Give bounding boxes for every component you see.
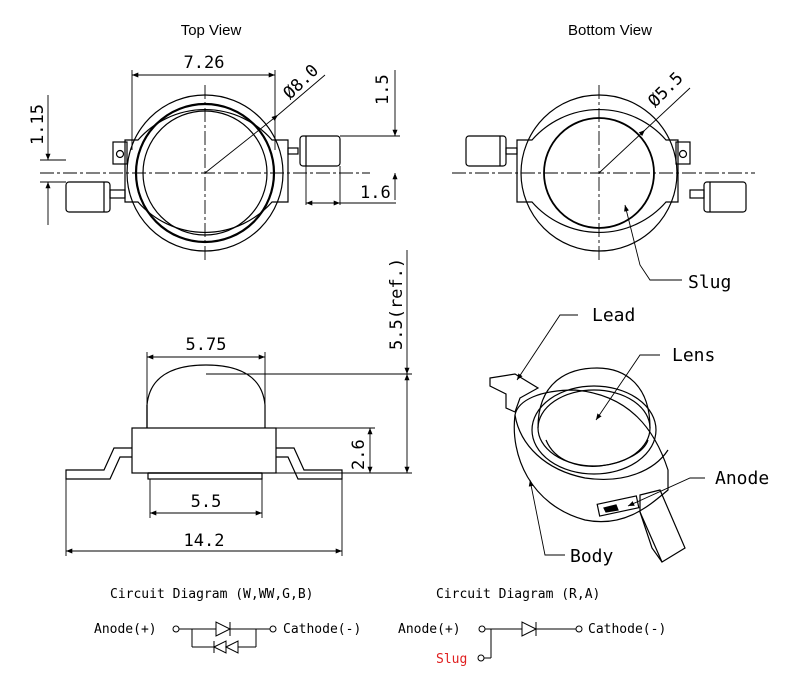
circuit-right-title: Circuit Diagram (R,A)	[436, 587, 600, 602]
callout-anode: Anode	[715, 468, 769, 489]
iso-lens	[537, 367, 651, 429]
isometric-view	[489, 314, 705, 563]
top-polarity-mark	[115, 149, 125, 159]
side-view	[65, 250, 412, 556]
callout-body: Body	[570, 546, 614, 567]
iso-bottom-lead	[639, 489, 686, 563]
top-view-title: Top View	[181, 22, 242, 39]
dim-side-height-ref: 5.5(ref.)	[387, 258, 407, 350]
dim-side-total-width: 14.2	[184, 531, 225, 551]
circuit-right	[477, 621, 583, 662]
iso-top-lead	[489, 373, 540, 413]
dim-top-lead-width: 1.6	[360, 183, 391, 203]
bottom-view	[452, 85, 755, 281]
callout-lens: Lens	[672, 345, 715, 366]
circuit-right-anode: Anode(+)	[398, 622, 461, 637]
dim-top-left-offset: 1.15	[28, 104, 48, 145]
circuit-left-anode: Anode(+)	[94, 622, 157, 637]
dim-side-body-height: 2.6	[349, 439, 369, 470]
bottom-body-outline	[516, 108, 679, 234]
top-view	[40, 70, 400, 262]
circuit-left	[172, 621, 277, 654]
callout-lead: Lead	[592, 305, 635, 326]
iso-body	[513, 389, 669, 523]
circuit-left-cathode: Cathode(-)	[283, 622, 361, 637]
dim-top-lead-offset: 1.5	[373, 74, 393, 105]
dim-top-width: 7.26	[184, 53, 225, 73]
dim-side-slug-width: 5.5	[191, 492, 222, 512]
circuit-right-slug: Slug	[436, 652, 467, 667]
dim-bottom-diameter: Ø5.5	[644, 68, 687, 111]
side-right-lead	[276, 447, 343, 480]
side-body	[131, 427, 277, 474]
side-left-lead	[65, 447, 132, 480]
circuit-left-title: Circuit Diagram (W,WW,G,B)	[110, 587, 314, 602]
side-lens-dome	[146, 364, 266, 428]
dim-side-lens-width: 5.75	[186, 335, 227, 355]
top-body-outline	[124, 108, 289, 234]
top-left-tab	[112, 141, 128, 165]
bottom-view-title: Bottom View	[568, 22, 652, 39]
circuit-right-cathode: Cathode(-)	[588, 622, 666, 637]
top-right-lead	[299, 135, 341, 167]
callout-slug: Slug	[688, 272, 731, 293]
